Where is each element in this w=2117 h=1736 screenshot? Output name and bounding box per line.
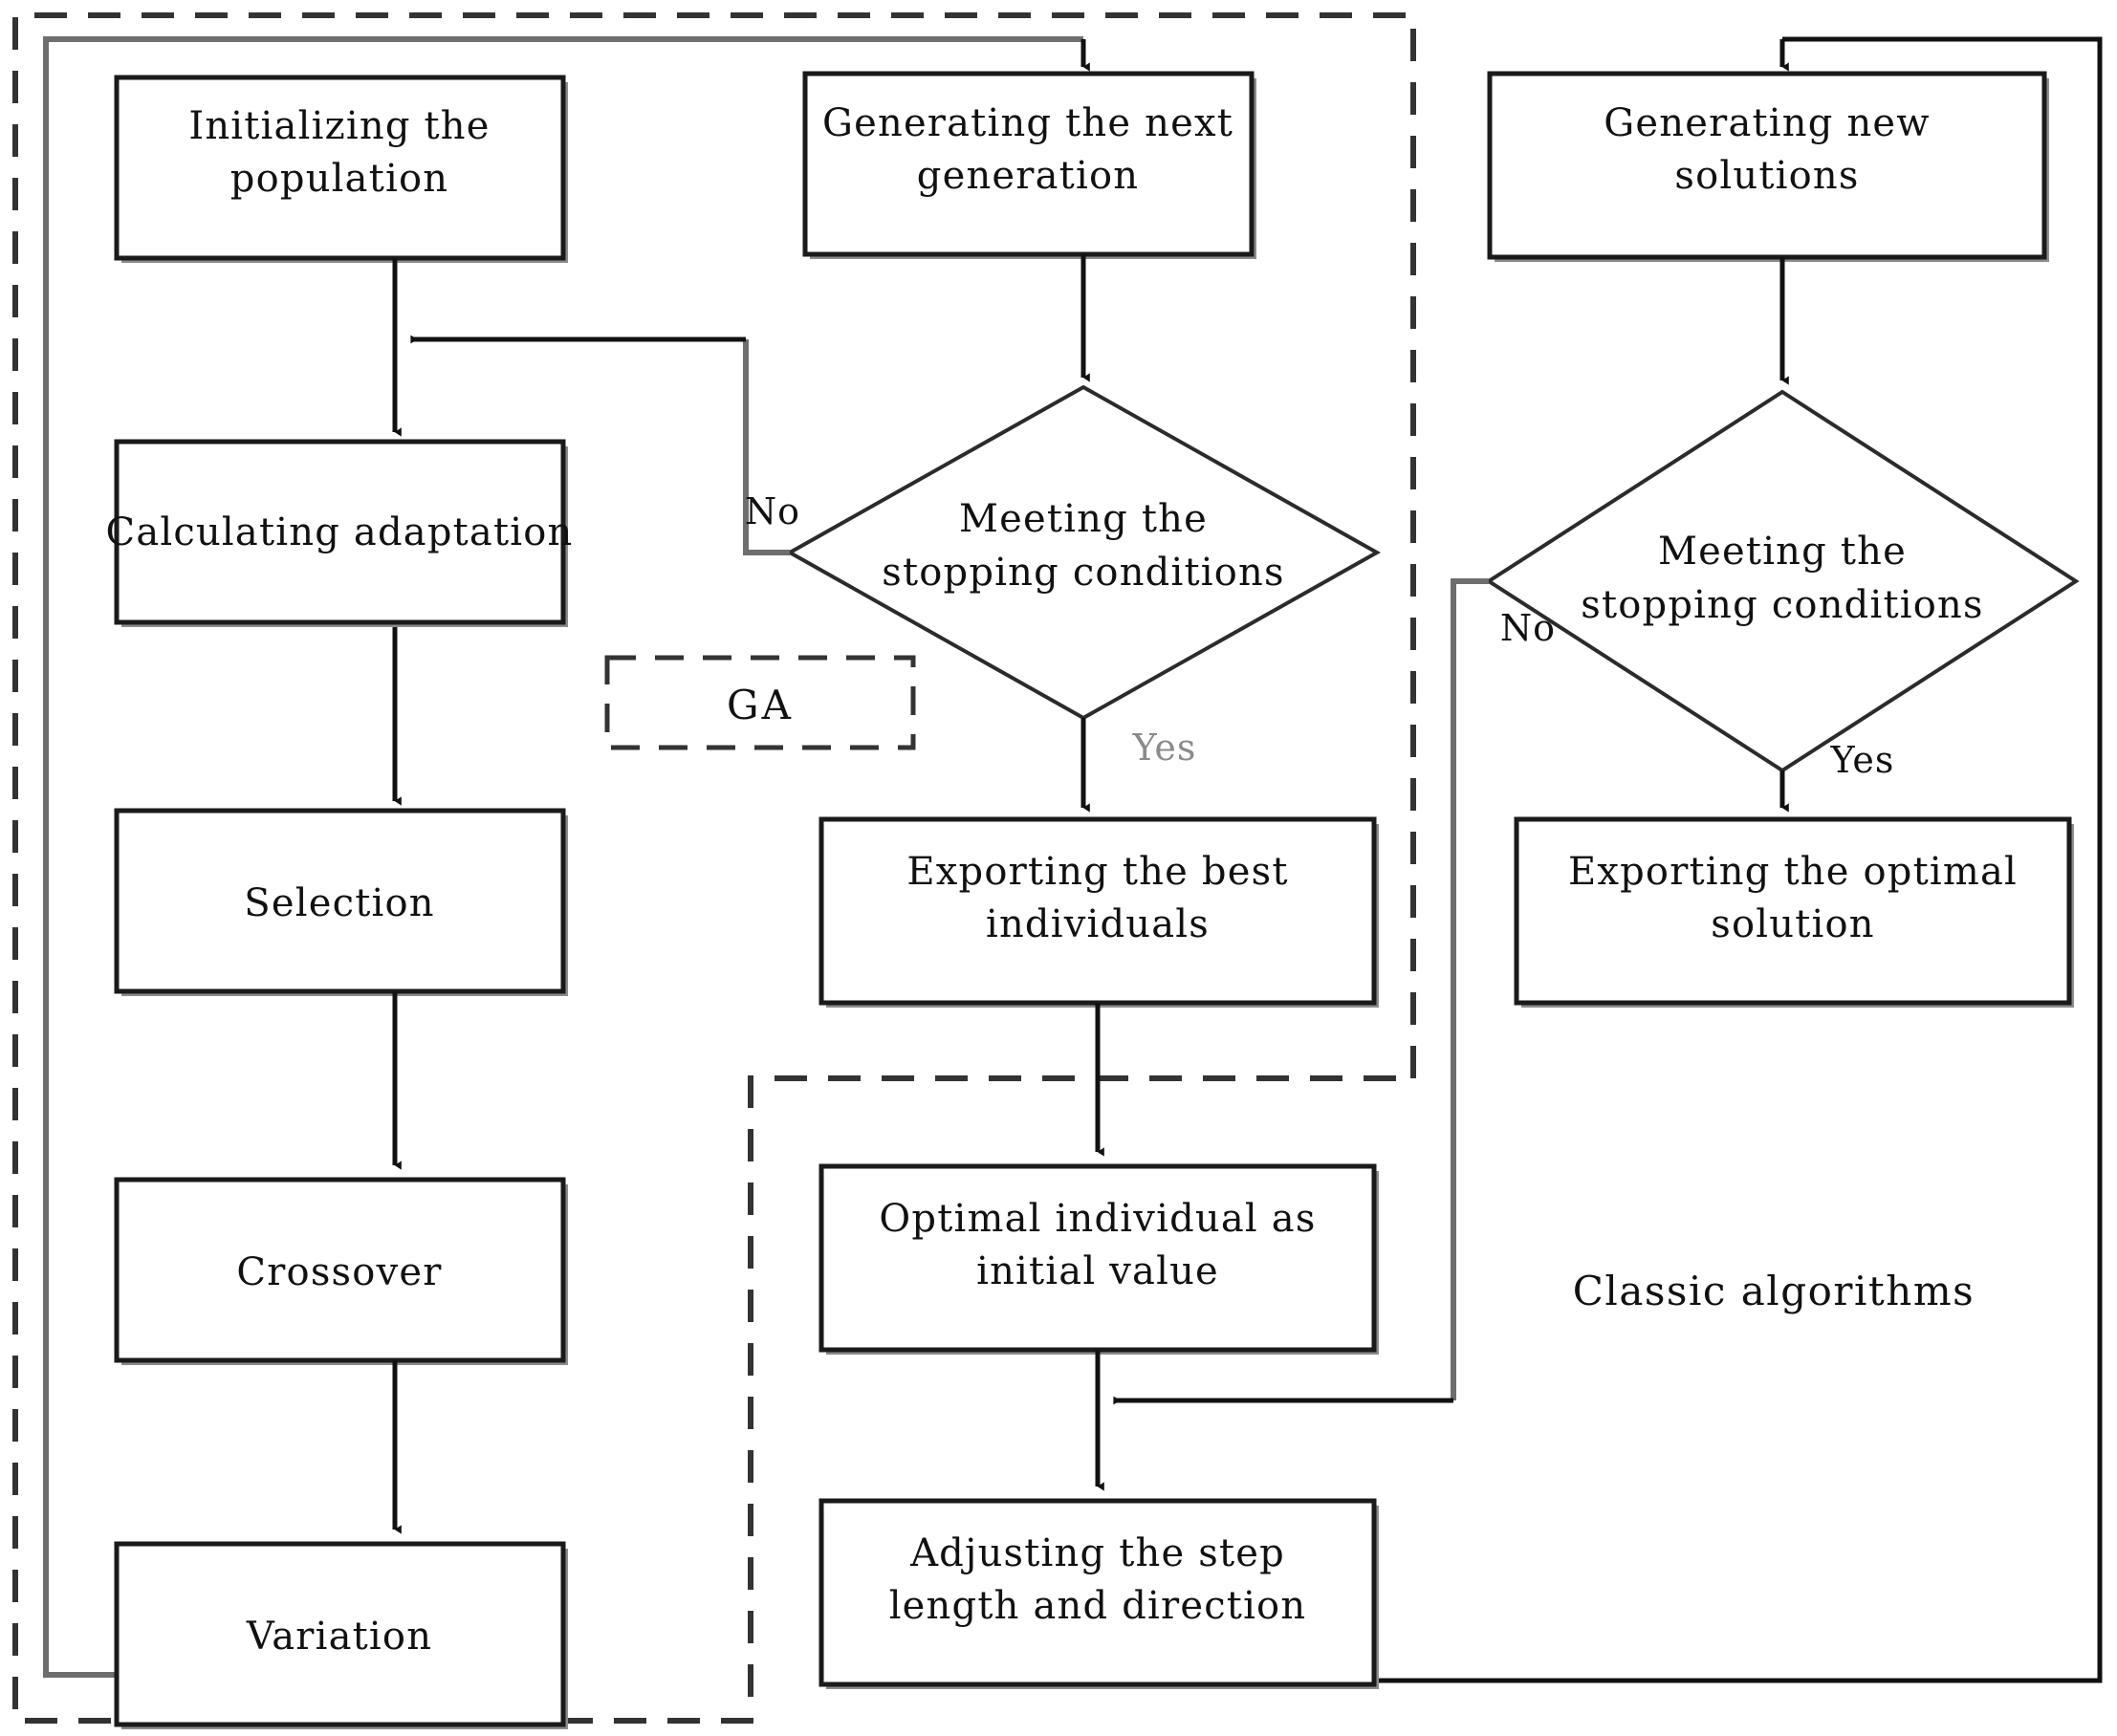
- node-label-line2: individuals: [986, 902, 1210, 946]
- edge-decision-ga-no: [410, 335, 790, 555]
- node-decision-classic[interactable]: Meeting the stopping conditions: [1485, 389, 2080, 773]
- node-label-line1: Optimal individual as: [879, 1197, 1316, 1241]
- node-label-line1: Crossover: [236, 1250, 442, 1294]
- node-initializing-population[interactable]: Initializing the population: [114, 75, 568, 263]
- node-label-line2: stopping conditions: [1581, 583, 1983, 627]
- node-generating-new-solutions[interactable]: Generating new solutions: [1487, 71, 2049, 262]
- node-optimal-individual-initial-value[interactable]: Optimal individual as initial value: [818, 1163, 1379, 1355]
- node-label-line1: Calculating adaptation: [106, 510, 574, 554]
- node-calculating-adaptation[interactable]: Calculating adaptation: [106, 439, 574, 627]
- node-label-line1: Adjusting the step: [909, 1531, 1285, 1575]
- edge-label-classic-yes: Yes: [1830, 739, 1895, 781]
- node-label-line1: Exporting the best: [906, 850, 1288, 894]
- edge-label-ga-yes: Yes: [1132, 727, 1197, 769]
- node-label-line1: Selection: [244, 881, 434, 925]
- node-label-line1: Exporting the optimal: [1568, 850, 2018, 894]
- node-crossover[interactable]: Crossover: [114, 1177, 568, 1365]
- node-label-line1: Variation: [246, 1615, 432, 1659]
- node-decision-ga[interactable]: Meeting the stopping conditions: [785, 384, 1382, 721]
- edge-decision-classic-no: [1113, 578, 1489, 1405]
- node-label-line1: Meeting the: [1658, 530, 1907, 574]
- node-selection[interactable]: Selection: [114, 808, 568, 996]
- edge-label-ga-no: No: [745, 490, 800, 532]
- group-label-classic-algorithms: Classic algorithms: [1573, 1268, 1975, 1314]
- node-label-line2: length and direction: [889, 1584, 1307, 1628]
- node-label-line1: Generating new: [1604, 101, 1930, 145]
- node-label-line1: Initializing the: [188, 104, 490, 148]
- group-label-ga-text: GA: [727, 682, 794, 728]
- group-boundary-ga: [12, 12, 1416, 1724]
- node-variation[interactable]: Variation: [114, 1541, 568, 1729]
- node-generating-next-generation[interactable]: Generating the next generation: [802, 71, 1256, 259]
- edge-label-classic-no: No: [1500, 607, 1556, 649]
- node-label-line2: solutions: [1674, 154, 1859, 198]
- node-label-line1: Generating the next: [822, 101, 1233, 145]
- node-label-line2: population: [230, 157, 448, 201]
- node-label-line1: Meeting the: [959, 497, 1208, 541]
- group-label-ga: GA: [604, 655, 916, 750]
- node-adjusting-step-length-direction[interactable]: Adjusting the step length and direction: [818, 1498, 1379, 1689]
- node-exporting-best-individuals[interactable]: Exporting the best individuals: [818, 816, 1379, 1008]
- node-label-line2: initial value: [976, 1249, 1219, 1293]
- node-exporting-optimal-solution[interactable]: Exporting the optimal solution: [1514, 816, 2074, 1008]
- node-label-line2: generation: [917, 154, 1139, 198]
- node-label-line2: stopping conditions: [882, 551, 1284, 595]
- node-label-line2: solution: [1711, 902, 1874, 946]
